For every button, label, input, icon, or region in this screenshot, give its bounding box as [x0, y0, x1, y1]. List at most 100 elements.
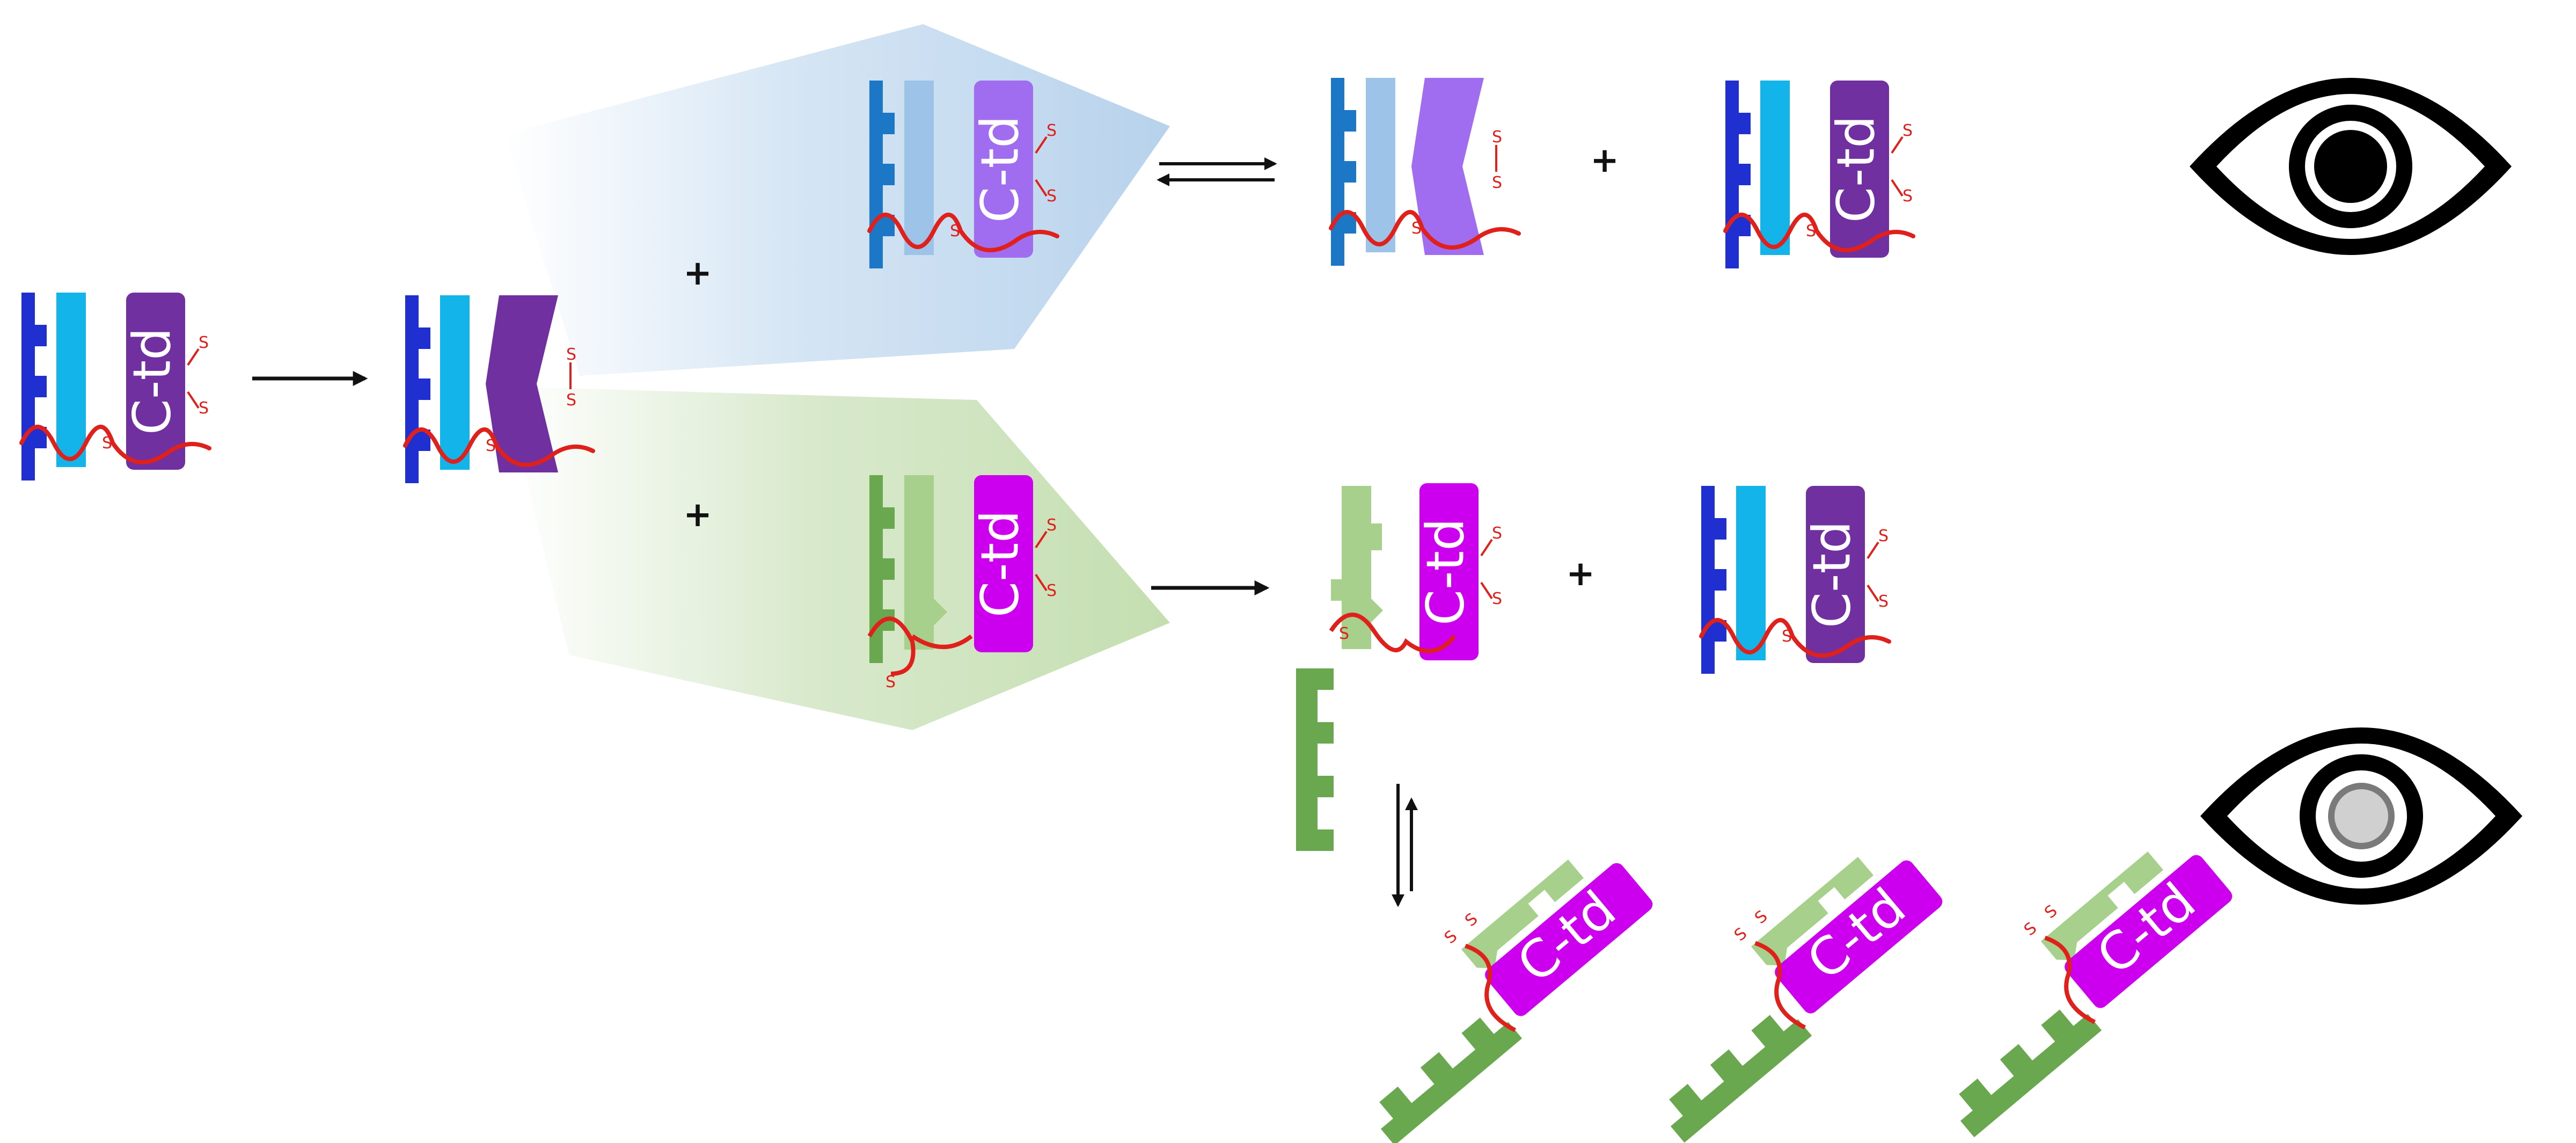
thiol-bond — [1891, 179, 1904, 197]
strand-dark — [1959, 1009, 2102, 1138]
sulfur-label: S — [950, 222, 960, 241]
strand-dark — [1725, 81, 1751, 268]
plus-sign: + — [683, 253, 712, 293]
ctd-label: C-td — [970, 510, 1030, 617]
strand-light — [1331, 486, 1383, 649]
strand-dark — [869, 475, 895, 663]
sulfur-label: S — [1046, 516, 1057, 535]
sulfur-label: S — [1902, 187, 1913, 206]
ctd-label: C-td — [1826, 115, 1886, 223]
ctd-domain — [2065, 855, 2233, 1008]
red-loop — [1723, 213, 1915, 252]
red-loop — [1329, 210, 1521, 250]
ctd-label: C-td — [1802, 521, 1862, 628]
strand-dark — [1379, 1017, 1523, 1143]
chevron-ctd — [486, 295, 558, 472]
strand-light — [1366, 78, 1395, 252]
strand-light — [1461, 859, 1584, 969]
thiol-bond — [1891, 136, 1904, 154]
thiol-bond — [1035, 179, 1048, 197]
blue-fan-background — [504, 24, 1170, 376]
ctd-label: C-td — [970, 115, 1030, 223]
sulfur-label: S — [1782, 627, 1792, 646]
thiol-bond — [1035, 136, 1048, 154]
thiol-bond — [187, 391, 200, 409]
red-loop — [1699, 618, 1891, 658]
strand-light — [904, 475, 947, 650]
ctd-domain — [974, 81, 1033, 258]
eye-icon-open — [2190, 78, 2512, 255]
sulfur-label: S — [102, 434, 112, 453]
strand-light — [2040, 851, 2163, 960]
plus-sign: + — [683, 495, 712, 535]
sulfur-label: S — [1751, 907, 1771, 928]
red-loop — [2044, 935, 2096, 1024]
sulfur-label: S — [885, 673, 896, 691]
sulfur-label: S — [1492, 128, 1502, 147]
sulfur-label: S — [1492, 524, 1502, 543]
plus-sign: + — [1590, 141, 1619, 180]
thiol-bond — [1480, 538, 1493, 557]
sulfur-label: S — [486, 436, 496, 455]
sulfur-label: S — [2021, 919, 2040, 940]
exchanged-complex-blue: S S S — [1329, 78, 1521, 266]
ctd-domain — [1775, 860, 1943, 1014]
red-loop — [867, 616, 973, 676]
chevron-ctd — [1411, 78, 1484, 255]
ctd-label: C-td — [1415, 518, 1475, 625]
strand-dark — [1669, 1015, 1812, 1143]
sulfur-label: S — [1046, 581, 1057, 600]
sulfur-label: S — [1878, 592, 1889, 611]
thiol-bond — [1480, 581, 1493, 600]
red-loop — [1465, 943, 1517, 1032]
red-loop — [867, 213, 1059, 252]
sulfur-label: S — [1902, 121, 1913, 140]
ctd-label: C-td — [122, 327, 182, 435]
strand-dark — [1701, 486, 1726, 674]
eye-icon-dimmed — [2200, 727, 2522, 905]
strand-dark — [405, 295, 430, 483]
sulfur-label: S — [566, 391, 576, 410]
thiol-bond — [1035, 573, 1048, 592]
sulfur-label: S — [1731, 924, 1751, 945]
sulfur-label: S — [199, 333, 209, 352]
sulfur-label: S — [1411, 219, 1422, 238]
sulfur-label: S — [1046, 121, 1057, 140]
ctd-domain — [1419, 483, 1479, 660]
strand-light — [1751, 856, 1874, 966]
sulfur-label: S — [1339, 624, 1349, 643]
ctd-domain — [974, 475, 1033, 652]
strand-light — [1736, 486, 1766, 660]
sulfur-label: S — [566, 345, 576, 364]
sulfur-label: S — [1461, 909, 1481, 930]
red-loop — [403, 427, 595, 467]
sulfur-label: S — [199, 399, 209, 418]
strand-light — [1760, 81, 1790, 255]
strand-dark — [1296, 668, 1334, 851]
red-loop — [1329, 613, 1457, 653]
thiol-bond — [1867, 541, 1879, 559]
strand-dark — [21, 293, 47, 481]
open-complex: S S S — [403, 295, 595, 483]
sulfur-label: S — [1492, 589, 1502, 608]
strand-dark — [1331, 78, 1356, 266]
sulfur-label: S — [1806, 222, 1816, 241]
ctd-domain — [1830, 81, 1889, 258]
plus-sign: + — [1566, 554, 1595, 594]
strand-light — [440, 295, 470, 470]
red-loop — [19, 425, 211, 464]
strand-light — [904, 81, 934, 255]
red-loop — [1754, 941, 1806, 1030]
ctd-domain — [126, 293, 185, 470]
sulfur-label: S — [1492, 173, 1502, 192]
